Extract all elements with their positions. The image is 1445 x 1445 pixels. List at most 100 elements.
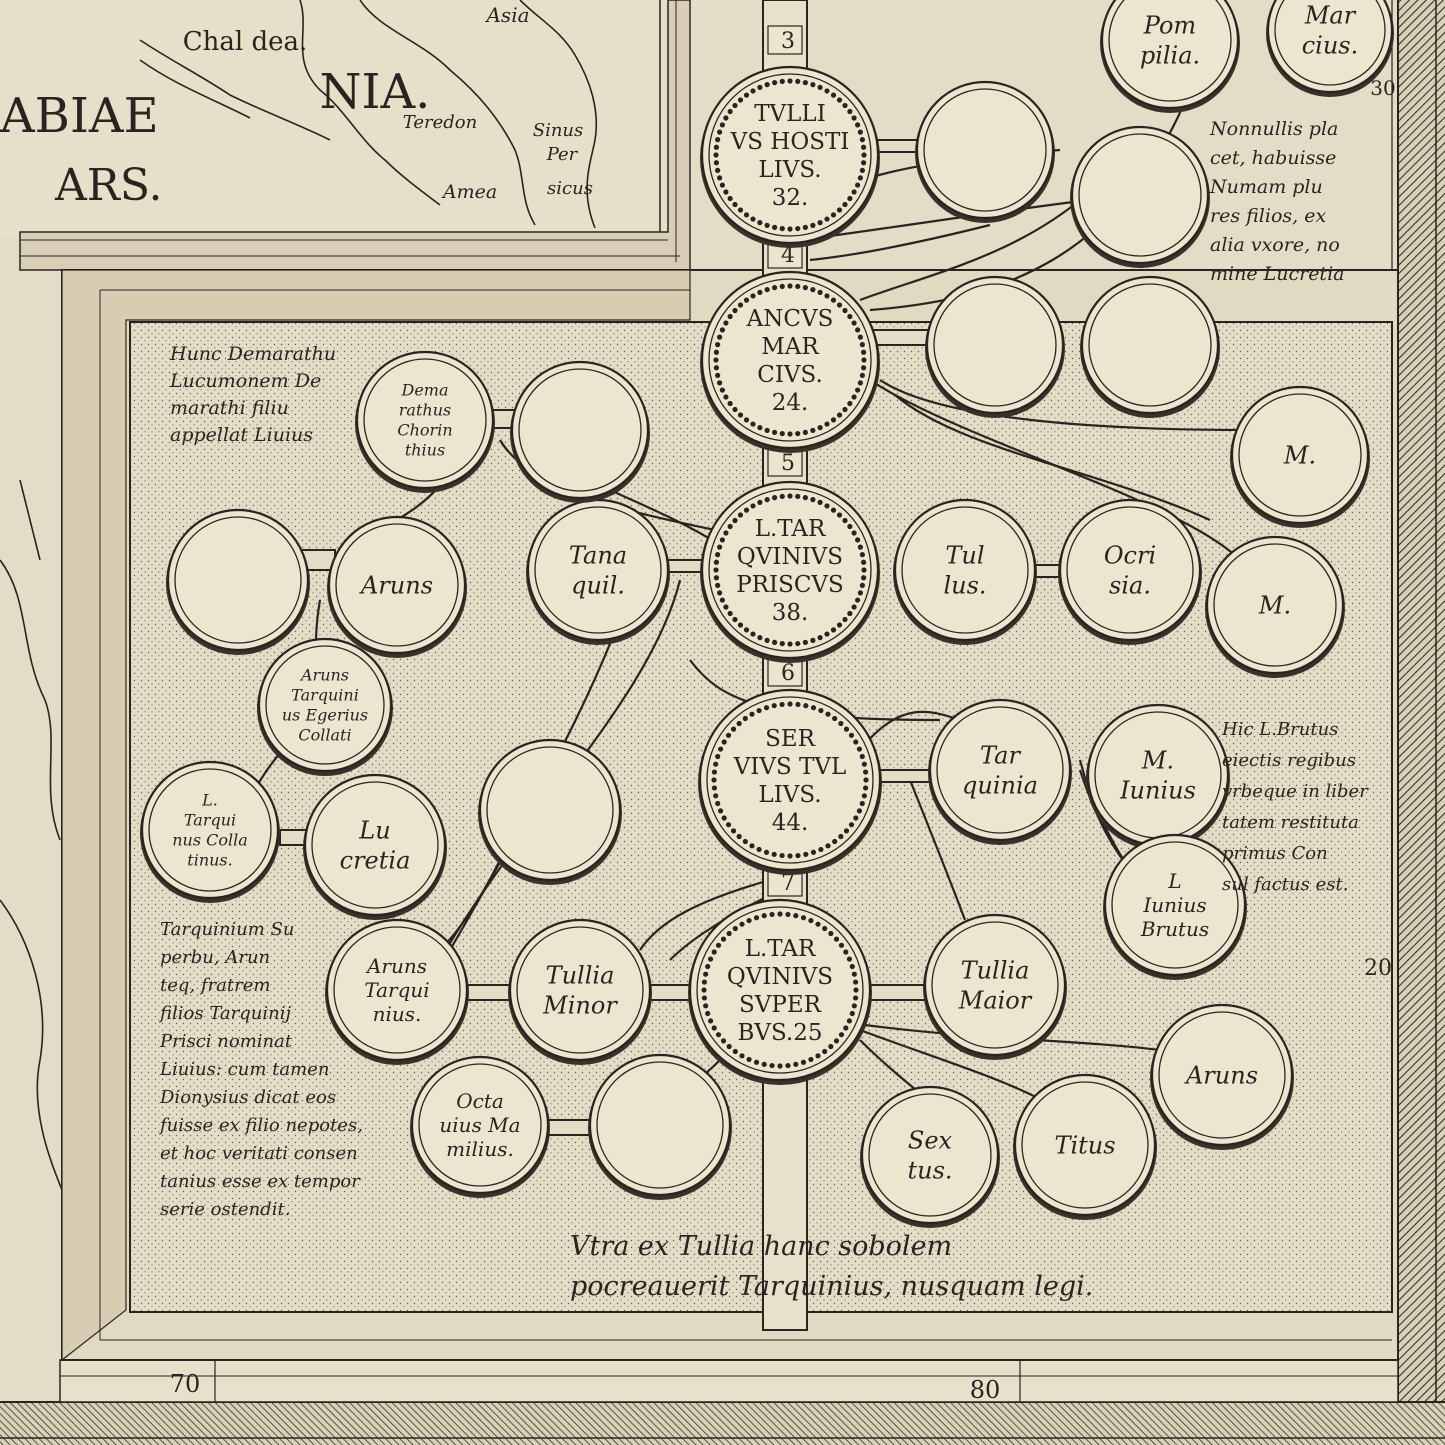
- king-priscus-line-2: QVINIVS: [737, 544, 843, 570]
- map-label-gulf-3: sicus: [547, 178, 593, 199]
- inset-map: [0, 0, 668, 238]
- person-m_iunius-line-2: Iunius: [1119, 776, 1196, 804]
- note-bottom-line-1: Vtra ex Tullia hanc sobolem: [570, 1231, 952, 1262]
- map-label-amea: Amea: [441, 181, 497, 203]
- king-ancus-line-4: 24.: [772, 390, 809, 416]
- note-numa-line-5: alia vxore, no: [1210, 234, 1340, 256]
- scale-number-20: 20: [1364, 956, 1392, 981]
- map-label-chaldea: Chal dea.: [183, 27, 308, 57]
- person-collatinus-line-2: Tarqui: [184, 811, 236, 830]
- note-brutus-line-4: tatem restituta: [1222, 812, 1359, 833]
- map-coastlines: [0, 0, 598, 1191]
- person-medallion-aruns1: Aruns: [327, 515, 467, 658]
- person-medallion-m2: M.: [1205, 535, 1345, 678]
- person-aruns_tarquinius-line-2: Tarqui: [364, 978, 429, 1002]
- person-brutus-line-1: L: [1167, 869, 1181, 893]
- note-superbus-line-11: serie ostendit.: [160, 1199, 290, 1220]
- person-demarathus-line-3: Chorin: [397, 421, 452, 440]
- note-numa-line-6: mine Lucretia: [1210, 263, 1344, 285]
- king-superbus-line-1: L.TAR: [745, 936, 816, 962]
- person-medallion-aruns3: Aruns: [1150, 1003, 1294, 1150]
- person-aruns1-line-1: Aruns: [359, 571, 433, 599]
- map-label-gulf-1: Sinus: [533, 120, 584, 141]
- person-ocrisia-line-1: Ocri: [1104, 541, 1156, 569]
- person-tullus_f-line-2: lus.: [943, 571, 986, 599]
- king-priscus-line-4: 38.: [772, 600, 809, 626]
- note-brutus-line-5: primus Con: [1222, 843, 1328, 864]
- empty-medallion-8: [588, 1053, 732, 1200]
- person-octavius-line-3: milius.: [446, 1137, 514, 1161]
- king-priscus-line-1: L.TAR: [755, 516, 826, 542]
- note-superbus-line-3: teq, fratrem: [160, 975, 270, 996]
- king-priscus-line-3: PRISCVS: [736, 572, 844, 598]
- person-aruns_egerius-line-3: us Egerius: [282, 706, 368, 725]
- bottom-scale-band: [59, 1359, 1399, 1403]
- person-ocrisia-line-2: sia.: [1109, 571, 1151, 599]
- person-tarquinia-line-1: Tar: [980, 741, 1021, 769]
- king-ancus-line-1: ANCVS: [746, 306, 834, 332]
- king-tullus-line-4: 32.: [772, 185, 809, 211]
- person-collatinus-line-3: nus Colla: [172, 831, 248, 850]
- note-numa-line-1: Nonnullis pla: [1209, 118, 1338, 140]
- person-brutus-line-2: Iunius: [1142, 893, 1206, 917]
- trunk-number-5: 5: [781, 451, 795, 476]
- note-superbus-line-4: filios Tarquinij: [158, 1003, 291, 1024]
- map-label-gulf-2: Per: [546, 144, 579, 165]
- person-m_iunius-line-1: M.: [1141, 746, 1174, 774]
- note-brutus-line-6: sul factus est.: [1222, 874, 1348, 895]
- person-collatinus-line-4: tinus.: [187, 851, 232, 870]
- empty-medallion-7: [478, 738, 622, 885]
- note-demarathus-line-3: marathi filiu: [170, 397, 289, 419]
- person-sextus-line-2: tus.: [907, 1156, 952, 1184]
- king-servius-line-1: SER: [765, 726, 816, 752]
- person-medallion-m1: M.: [1230, 385, 1370, 528]
- note-bottom-line-2: pocreauerit Tarquinius, nusquam legi.: [570, 1271, 1093, 1302]
- note-brutus-line-3: vrbeque in liber: [1222, 781, 1369, 802]
- king-superbus-line-2: QVINIVS: [727, 964, 833, 990]
- trunk-number-6: 6: [781, 661, 795, 686]
- person-aruns_egerius-line-2: Tarquini: [291, 686, 359, 705]
- right-hatched-border: [1398, 0, 1445, 1445]
- person-marcius-line-2: cius.: [1302, 31, 1359, 59]
- map-label-asia: Asia: [484, 3, 529, 27]
- person-octavius-line-2: uius Ma: [439, 1113, 520, 1137]
- map-label-arabia-1: ABIAE: [0, 88, 159, 144]
- empty-medallion-4: [1070, 125, 1210, 268]
- king-superbus-line-3: SVPER: [739, 992, 822, 1018]
- person-pompilia-line-2: pilia.: [1140, 41, 1200, 69]
- note-superbus-line-5: Prisci nominat: [159, 1031, 293, 1052]
- note-superbus-line-8: fuisse ex filio nepotes,: [158, 1115, 363, 1136]
- person-tullus_f-line-1: Tul: [945, 541, 984, 569]
- empty-medallion-5: [925, 275, 1065, 418]
- person-sextus-line-1: Sex: [908, 1126, 953, 1154]
- king-ancus-line-2: MAR: [761, 334, 819, 360]
- person-aruns3-line-1: Aruns: [1184, 1061, 1258, 1089]
- note-numa-line-4: res filios, ex: [1210, 205, 1326, 227]
- person-medallion-m_iunius: M.Iunius: [1086, 703, 1230, 850]
- person-demarathus-line-2: rathus: [399, 401, 451, 420]
- person-collatinus-line-1: L.: [201, 791, 218, 810]
- person-m2-line-1: M.: [1258, 591, 1291, 619]
- person-tullia_minor-line-1: Tullia: [546, 961, 615, 989]
- empty-medallion-3: [915, 80, 1055, 223]
- map-label-nia: NIA.: [320, 64, 431, 120]
- note-superbus-line-6: Liuius: cum tamen: [159, 1059, 329, 1080]
- note-superbus-line-2: perbu, Arun: [160, 947, 270, 968]
- person-titus-line-1: Titus: [1054, 1131, 1115, 1159]
- king-servius-line-2: VIVS TVL: [733, 754, 847, 780]
- note-demarathus-line-2: Lucumonem De: [169, 370, 321, 392]
- person-lucretia-line-2: cretia: [340, 846, 411, 874]
